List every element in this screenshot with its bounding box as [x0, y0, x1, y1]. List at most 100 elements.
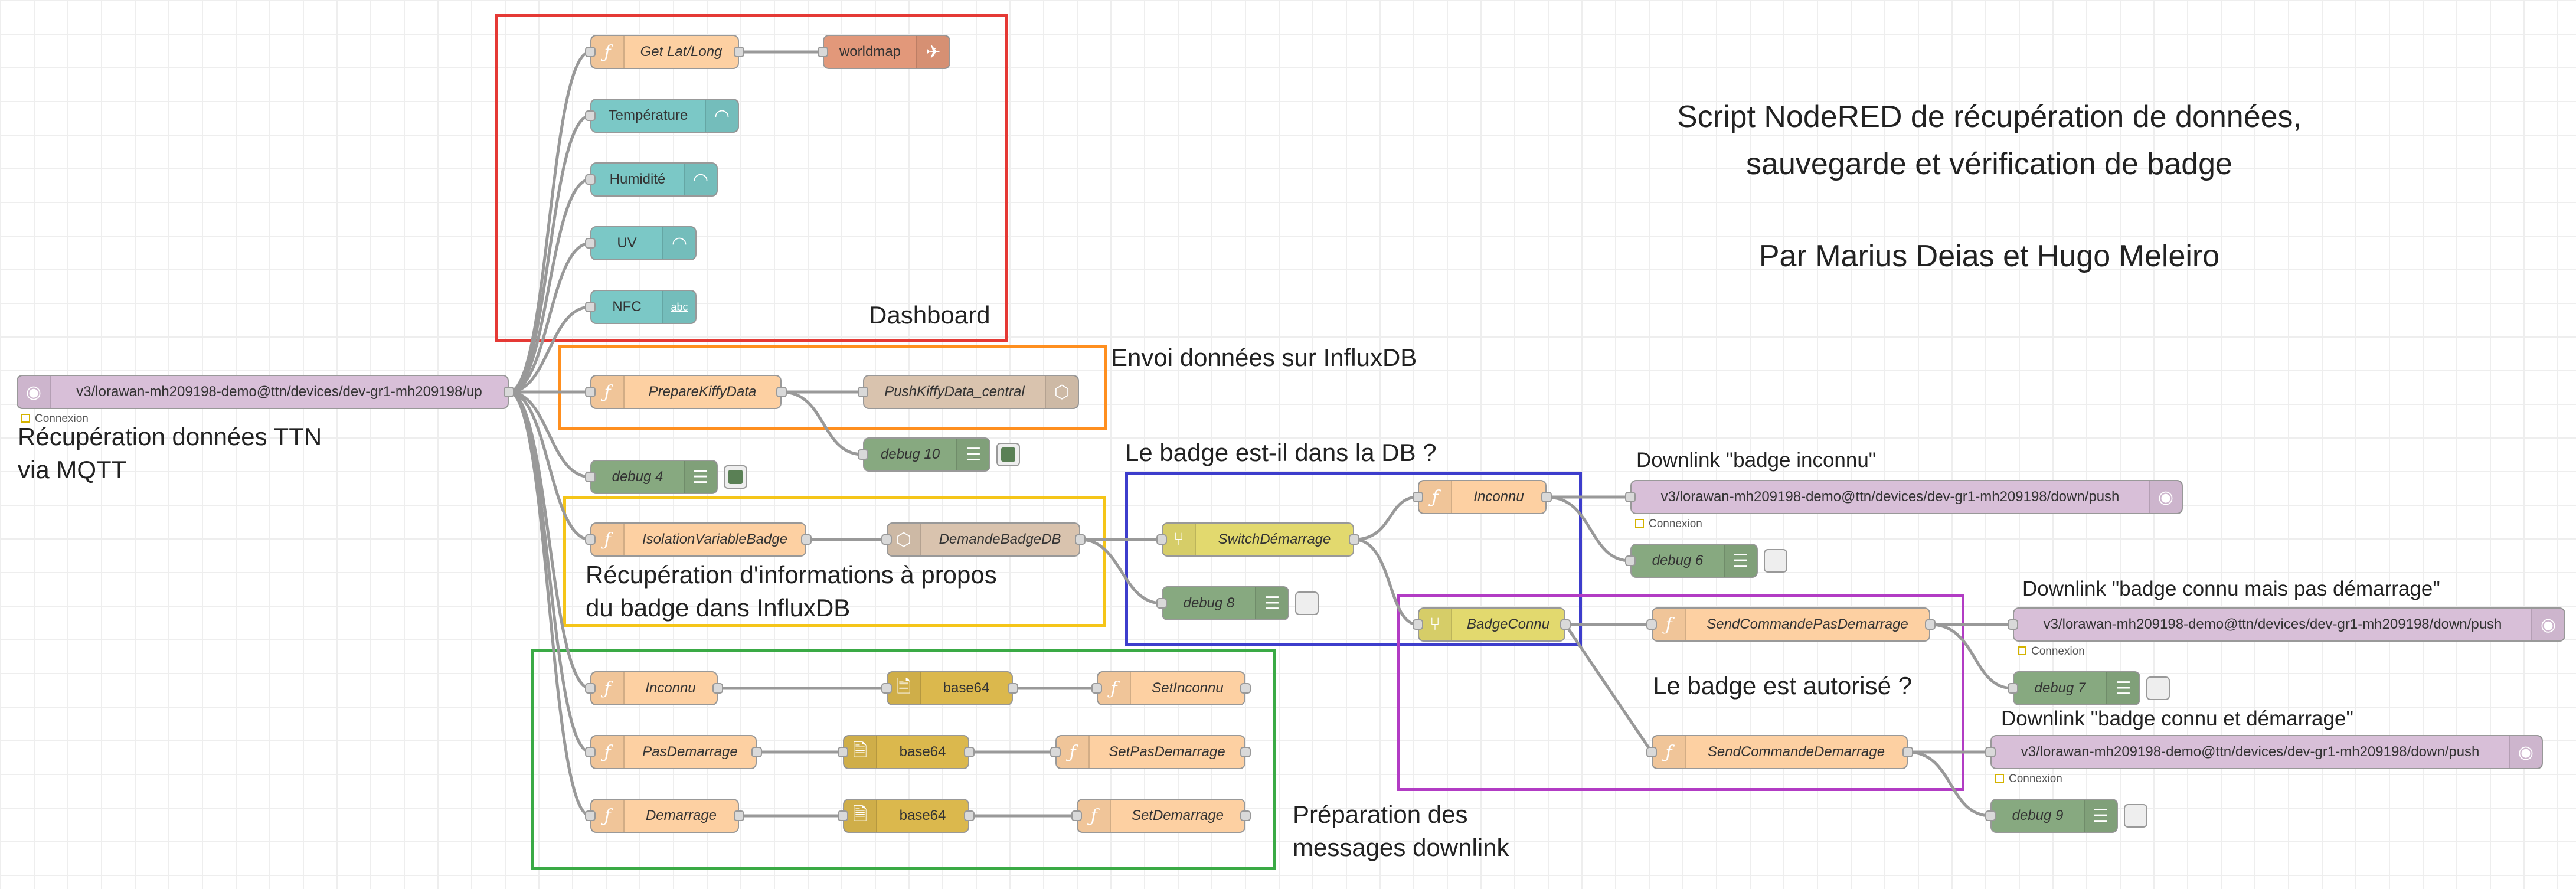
input-port[interactable]	[838, 810, 848, 821]
base64-node-1[interactable]: 🗎 base64	[881, 671, 1018, 705]
debug-node-6[interactable]: debug 6 ☰	[1625, 544, 1787, 578]
input-port[interactable]	[585, 387, 596, 397]
input-port[interactable]	[1625, 555, 1636, 566]
input-port[interactable]	[1413, 492, 1423, 502]
debug-toggle[interactable]	[2124, 804, 2147, 828]
input-port[interactable]	[1050, 747, 1061, 757]
mqtt-out-inconnu[interactable]: v3/lorawan-mh209198-demo@ttn/devices/dev…	[1625, 480, 2183, 530]
mqtt-in-node[interactable]: ◉ v3/lorawan-mh209198-demo@ttn/devices/d…	[17, 375, 514, 425]
output-port[interactable]	[734, 47, 744, 57]
function-node-set-demarrage[interactable]: ƒ SetDemarrage	[1071, 799, 1251, 833]
wire	[508, 114, 591, 394]
function-node-inconnu-prep[interactable]: ƒ Inconnu	[585, 671, 723, 705]
function-node-inconnu[interactable]: ƒ Inconnu	[1413, 480, 1552, 514]
influx-node-demande-badge[interactable]: ⬡ DemandeBadgeDB	[881, 522, 1086, 557]
input-port[interactable]	[585, 174, 596, 185]
function-node-send-pas-demarrage[interactable]: ƒ SendCommandePasDemarrage	[1646, 607, 1936, 642]
debug-toggle[interactable]	[996, 443, 1020, 466]
output-port[interactable]	[1240, 810, 1251, 821]
input-port[interactable]	[838, 747, 848, 757]
input-port[interactable]	[1413, 619, 1423, 630]
input-port[interactable]	[1156, 534, 1167, 545]
function-node-demarrage[interactable]: ƒ Demarrage	[585, 799, 744, 833]
switch-node-demarrage[interactable]: ⑂ SwitchDémarrage	[1156, 522, 1359, 557]
debug-icon: ☰	[1255, 587, 1288, 619]
input-port[interactable]	[585, 683, 596, 694]
output-port[interactable]	[1349, 534, 1359, 545]
node-label: v3/lorawan-mh209198-demo@ttn/devices/dev…	[2043, 616, 2502, 632]
input-port[interactable]	[2008, 683, 2018, 694]
input-port[interactable]	[585, 47, 596, 57]
function-node-set-inconnu[interactable]: ƒ SetInconnu	[1091, 671, 1251, 705]
gauge-node-uv[interactable]: UV ◠	[585, 226, 697, 260]
input-port[interactable]	[585, 302, 596, 312]
debug-toggle[interactable]	[1295, 591, 1319, 615]
wire	[508, 390, 591, 479]
function-node-isolation-badge[interactable]: ƒ IsolationVariableBadge	[585, 522, 812, 557]
input-port[interactable]	[1091, 683, 1102, 694]
input-port[interactable]	[1985, 810, 1996, 821]
node-label: Inconnu	[1473, 489, 1524, 505]
input-port[interactable]	[1071, 810, 1082, 821]
input-port[interactable]	[585, 238, 596, 249]
input-port[interactable]	[585, 534, 596, 545]
output-port[interactable]	[504, 387, 514, 397]
input-port[interactable]	[881, 534, 892, 545]
debug-node-7[interactable]: debug 7 ☰	[2008, 671, 2170, 705]
output-port[interactable]	[964, 810, 975, 821]
debug-icon: ☰	[1724, 545, 1757, 577]
output-port[interactable]	[1240, 683, 1251, 694]
output-port[interactable]	[801, 534, 812, 545]
input-port[interactable]	[585, 747, 596, 757]
debug-node-4[interactable]: debug 4 ☰	[585, 460, 747, 494]
output-port[interactable]	[1902, 747, 1913, 757]
debug-toggle[interactable]	[1764, 549, 1787, 573]
worldmap-node[interactable]: worldmap ✈	[818, 35, 950, 69]
input-port[interactable]	[1646, 619, 1657, 630]
mqtt-out-pas-demarrage[interactable]: v3/lorawan-mh209198-demo@ttn/devices/dev…	[2008, 607, 2565, 658]
base64-icon: 🗎	[844, 736, 877, 768]
output-port[interactable]	[964, 747, 975, 757]
input-port[interactable]	[1646, 747, 1657, 757]
output-port[interactable]	[776, 387, 787, 397]
gauge-node-temperature[interactable]: Température ◠	[585, 99, 739, 133]
input-port[interactable]	[585, 472, 596, 482]
input-port[interactable]	[1985, 747, 1996, 757]
base64-node-3[interactable]: 🗎 base64	[838, 799, 975, 833]
input-port[interactable]	[858, 449, 868, 460]
debug-toggle[interactable]	[2146, 676, 2170, 700]
output-port[interactable]	[734, 810, 744, 821]
switch-node-badge-connu[interactable]: ⑂ BadgeConnu	[1413, 607, 1571, 642]
wire	[1354, 538, 1418, 626]
input-port[interactable]	[881, 683, 892, 694]
influx-node-push-kiffy[interactable]: PushKiffyData_central ⬡	[858, 375, 1079, 409]
function-node-get-latlong[interactable]: ƒ Get Lat/Long	[585, 35, 744, 69]
output-port[interactable]	[1925, 619, 1936, 630]
base64-node-2[interactable]: 🗎 base64	[838, 735, 975, 769]
input-port[interactable]	[585, 110, 596, 121]
mqtt-out-demarrage[interactable]: v3/lorawan-mh209198-demo@ttn/devices/dev…	[1985, 735, 2543, 785]
function-node-send-demarrage[interactable]: ƒ SendCommandeDemarrage	[1646, 735, 1913, 769]
gauge-node-humidite[interactable]: Humidité ◠	[585, 162, 718, 197]
output-port[interactable]	[1008, 683, 1018, 694]
output-port[interactable]	[1560, 619, 1571, 630]
function-node-pas-demarrage[interactable]: ƒ PasDemarrage	[585, 735, 762, 769]
debug-node-9[interactable]: debug 9 ☰	[1985, 799, 2147, 833]
function-node-prepare-kiffy[interactable]: ƒ PrepareKiffyData	[585, 375, 787, 409]
input-port[interactable]	[585, 810, 596, 821]
output-port[interactable]	[751, 747, 762, 757]
text-node-nfc[interactable]: NFC abc	[585, 290, 697, 324]
debug-node-10[interactable]: debug 10 ☰	[858, 437, 1020, 472]
output-port[interactable]	[1541, 492, 1552, 502]
input-port[interactable]	[858, 387, 868, 397]
input-port[interactable]	[1156, 598, 1167, 609]
output-port[interactable]	[1075, 534, 1086, 545]
debug-node-8[interactable]: debug 8 ☰	[1156, 586, 1319, 620]
input-port[interactable]	[2008, 619, 2018, 630]
output-port[interactable]	[1240, 747, 1251, 757]
input-port[interactable]	[1625, 492, 1636, 502]
debug-toggle[interactable]	[724, 465, 747, 489]
output-port[interactable]	[712, 683, 723, 694]
input-port[interactable]	[818, 47, 828, 57]
function-node-set-pas-demarrage[interactable]: ƒ SetPasDemarrage	[1050, 735, 1251, 769]
